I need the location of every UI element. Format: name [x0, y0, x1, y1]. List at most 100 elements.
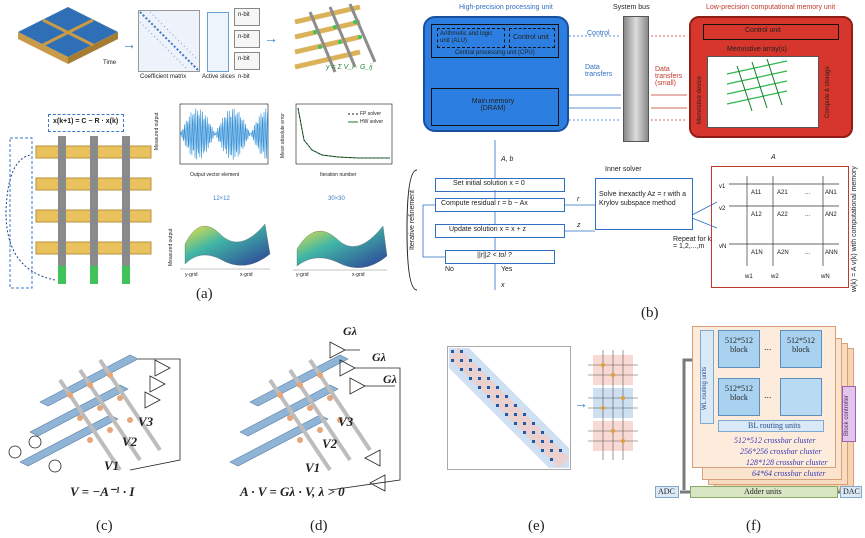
matrix-nonzero-dot — [559, 449, 562, 452]
residual-step — [435, 198, 565, 212]
block-ellipsis-1: ... — [764, 342, 772, 352]
matrix-nonzero-dot — [451, 350, 454, 353]
matrix-nonzero-dot — [487, 377, 490, 380]
adc-label: ADC — [658, 487, 675, 496]
svg-text:A12: A12 — [751, 212, 762, 218]
nbit-label-2: n-bit — [238, 34, 250, 40]
check-step-text: ||r||2 < tol ? — [477, 252, 512, 259]
matrix-nonzero-dot — [550, 440, 553, 443]
plot1-ylabel: Measured output — [154, 112, 160, 150]
surface-30x30 — [293, 225, 388, 271]
active-slices-label: Active slices — [202, 74, 236, 80]
main-memory-box — [431, 88, 559, 126]
svg-text:...: ... — [805, 190, 810, 196]
inner-solver-label: Inner solver — [605, 166, 642, 173]
svg-text:ANN: ANN — [825, 250, 838, 256]
surface2-xlabel: x-grid — [352, 272, 365, 278]
panel-d-circuit — [229, 341, 401, 492]
inner-solver-box — [595, 178, 693, 230]
svg-text:w2: w2 — [770, 274, 779, 280]
cpu-box — [431, 24, 559, 58]
residual-step-text: Compute residual r = b − Ax — [441, 200, 528, 207]
flowchart-lines — [406, 140, 718, 291]
plot1-xlabel: Output vector element — [190, 172, 240, 178]
nbit-label-4: n-bit — [238, 74, 250, 80]
surface1-zlabel: Measured output — [168, 228, 174, 266]
svg-text:v2: v2 — [719, 206, 726, 212]
plot-measured-output — [179, 103, 269, 165]
svg-text:A22: A22 — [777, 212, 788, 218]
matrix-nonzero-dot — [469, 368, 472, 371]
bl-routing-label: BL routing units — [748, 421, 801, 430]
matrix-A-label: A — [771, 154, 776, 161]
matrix-nonzero-dot — [496, 386, 499, 389]
surface2-title: 30×30 — [328, 196, 345, 202]
panel-c-v2: V2 — [122, 434, 138, 449]
matrix-nonzero-dot — [505, 404, 508, 407]
cluster-label-128: 128*128 crossbar cluster — [746, 458, 828, 467]
matrix-nonzero-dot — [460, 368, 463, 371]
surface1-xlabel: x-grid — [240, 272, 253, 278]
data-transfers-label: Data transfers — [585, 64, 613, 78]
check-step — [445, 250, 555, 264]
svg-text:...: ... — [805, 250, 810, 256]
w-equation-label: w(k) = A v(k) with computational memory — [851, 166, 858, 292]
memristive-arrays-label: Memristive array(s) — [727, 46, 787, 53]
plot-mean-absolute-error — [295, 103, 393, 165]
memristive-array-stack — [707, 56, 819, 128]
matrix-nonzero-dot — [478, 386, 481, 389]
matrix-nonzero-dot — [514, 404, 517, 407]
compute-storage-label: Compute & storage — [825, 66, 831, 118]
crossbar-2d — [9, 136, 152, 289]
panel-d-g2: Gλ — [372, 350, 386, 364]
no-label: No — [445, 266, 454, 273]
svg-text:A2N: A2N — [777, 250, 789, 256]
panel-d-g1: Gλ — [343, 324, 357, 338]
bus-arrows — [569, 35, 687, 121]
surface1-title: 12×12 — [213, 196, 230, 202]
lp-title: Low-precision computational memory unit — [706, 4, 836, 11]
r-label: r — [577, 196, 580, 203]
control-unit-box — [509, 28, 555, 48]
matrix-nonzero-dot — [505, 413, 508, 416]
nbit-slice-2 — [234, 30, 260, 48]
iterative-refinement-label: Iterative refinement — [409, 190, 416, 250]
surface2-ylabel: y-grid — [296, 272, 309, 278]
coefficient-matrix-label: Coefficient matrix — [140, 74, 187, 80]
caption-b: (b) — [641, 305, 659, 321]
panel-b: High-precision processing unit System bu… — [405, 0, 865, 300]
svg-text:A21: A21 — [777, 190, 788, 196]
bus-title: System bus — [613, 4, 650, 11]
matrix-nonzero-dot — [550, 458, 553, 461]
adder-units — [690, 486, 838, 498]
nbit-label-1: n-bit — [238, 12, 250, 18]
block-bl-label: 512*512 block — [725, 384, 753, 402]
matrix-nonzero-dot — [523, 431, 526, 434]
panel-a: Time → Coefficient matrix Active slices … — [0, 0, 400, 289]
arrow-right-icon: → — [264, 30, 278, 46]
matrix-nonzero-dot — [541, 440, 544, 443]
yes-label: Yes — [501, 266, 513, 273]
matrix-nonzero-dot — [541, 431, 544, 434]
hp-title: High-precision processing unit — [459, 4, 553, 11]
caption-d: (d) — [310, 518, 328, 534]
panel-c-v1: V1 — [104, 458, 120, 473]
matrix-diagonal — [139, 11, 199, 71]
panel-d-equation: A · V = Gλ · V, λ > 0 — [240, 484, 345, 499]
matrix-nonzero-dot — [550, 449, 553, 452]
formula-top: y = Σ V_i · G_ij — [326, 64, 373, 71]
panel-e-crossbar-mapping — [588, 350, 638, 460]
wl-routing-label: WL routing units — [702, 366, 708, 410]
panel-d-v3: V3 — [338, 414, 354, 429]
block-tl-label: 512*512 block — [725, 336, 753, 354]
init-step-text: Set initial solution x = 0 — [453, 180, 525, 187]
crossbar-3d — [294, 3, 377, 73]
control-unit-label: Control unit — [513, 34, 549, 41]
block-tr-label: 512*512 block — [787, 336, 815, 354]
panel-d-v1: V1 — [305, 460, 321, 475]
repeat-label: Repeat for k = 1,2,...,m — [673, 236, 712, 250]
matrix-nonzero-dot — [460, 359, 463, 362]
adc-block — [655, 486, 679, 498]
caption-c: (c) — [96, 518, 113, 534]
surface-12x12 — [180, 223, 271, 270]
